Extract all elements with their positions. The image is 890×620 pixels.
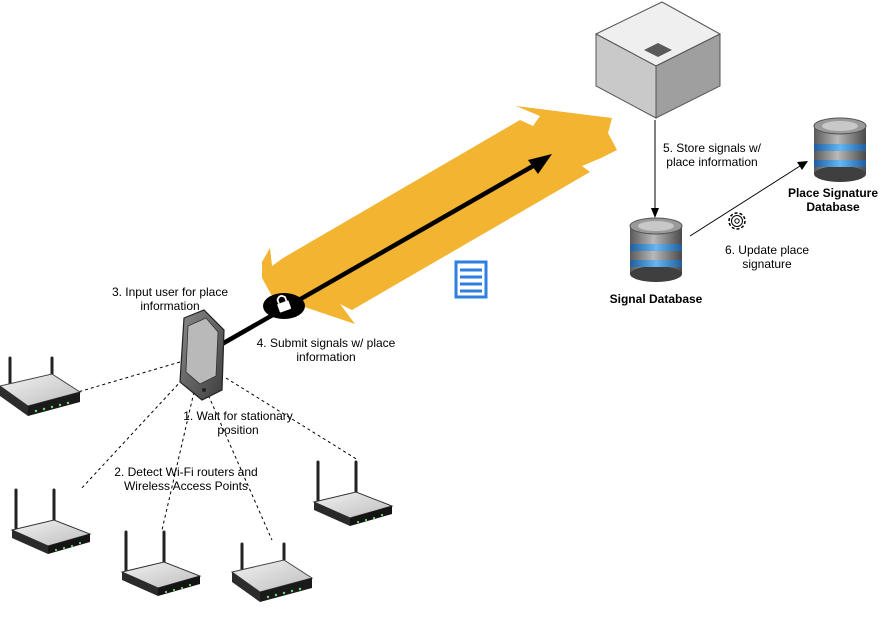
store-arrow <box>651 120 659 218</box>
phone-icon <box>179 309 225 401</box>
server-icon <box>594 1 722 119</box>
lock-icon <box>263 293 305 319</box>
step-3-label: 3. Input user for place information <box>111 285 229 313</box>
router-icon <box>230 542 314 604</box>
gear-icon <box>728 212 746 230</box>
scan-lines <box>77 361 359 541</box>
document-icon <box>454 260 488 299</box>
update-arrow <box>689 161 808 237</box>
step-4-label: 4. Submit signals w/ place information <box>256 336 396 364</box>
step-5-label: 5. Store signals w/ place information <box>662 141 762 169</box>
place-signature-database-label: Place Signature Database <box>787 186 879 214</box>
router-icon <box>0 356 82 418</box>
step-6-label: 6. Update place signature <box>724 243 810 271</box>
database-icon <box>813 117 867 183</box>
database-icon <box>629 217 683 283</box>
signal-database-label: Signal Database <box>609 292 703 306</box>
router-icon <box>120 530 202 598</box>
step-1-label: 1. Wait for stationary position <box>183 409 293 437</box>
router-icon <box>312 460 394 528</box>
router-icon <box>10 488 92 556</box>
step-2-label: 2. Detect Wi-Fi routers and Wireless Acc… <box>114 465 258 493</box>
